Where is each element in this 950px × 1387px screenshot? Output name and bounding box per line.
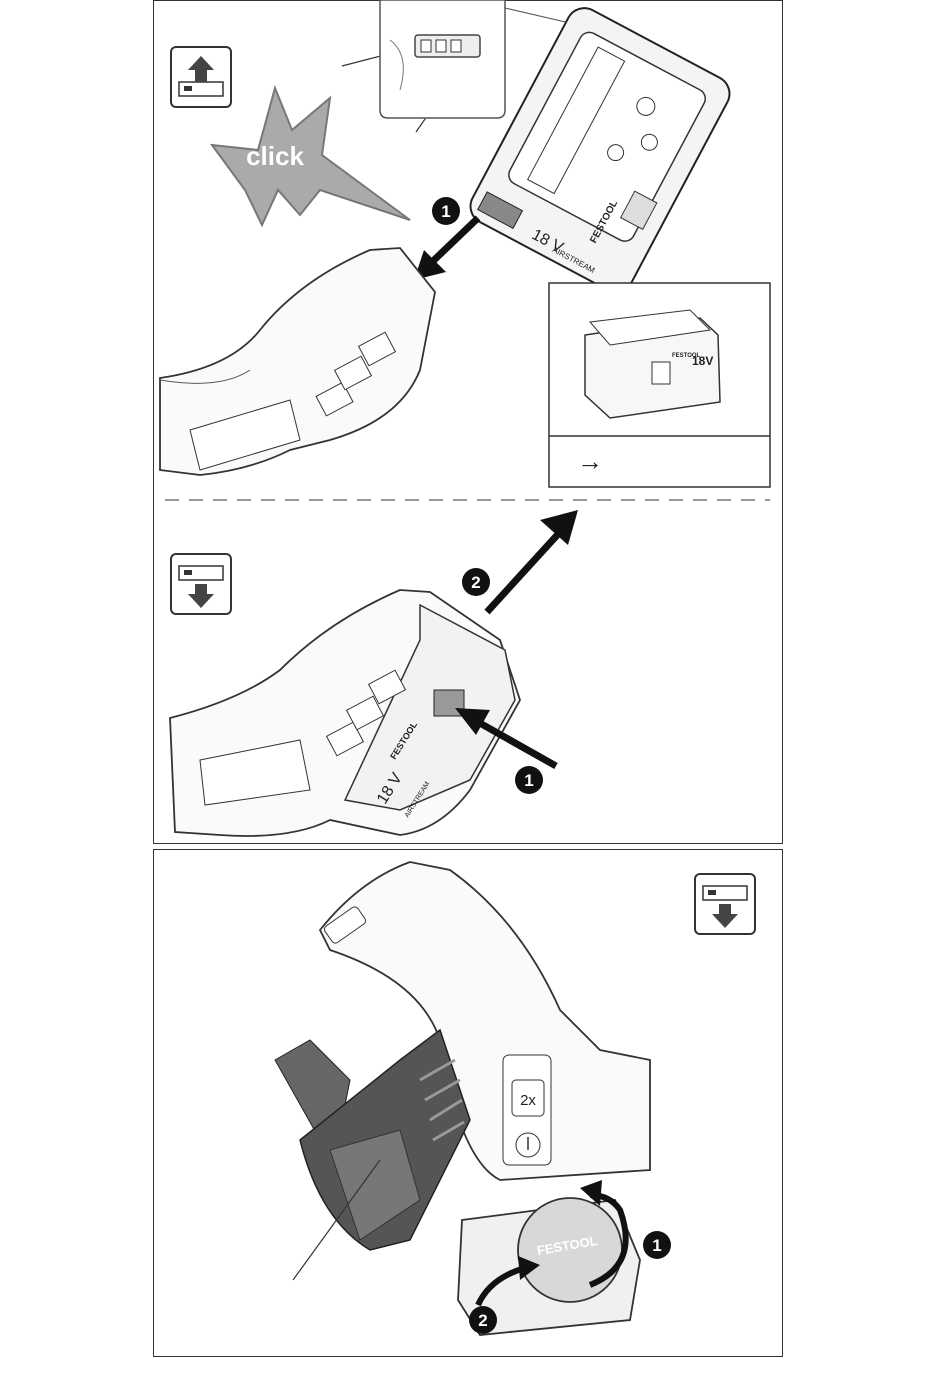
battery-remove-icon-bottom [695, 874, 755, 934]
remove-arrow [487, 510, 578, 612]
battery-remove-icon [171, 554, 231, 614]
step-1-cap-number: 1 [652, 1236, 661, 1255]
step-2-number: 2 [471, 573, 480, 592]
inset-battery-voltage: 18V [692, 354, 713, 368]
step-1-marker: 1 [432, 197, 460, 225]
step-1-release-marker: 1 [515, 766, 543, 794]
tool-body-top [160, 248, 435, 475]
insert-arrow [414, 218, 478, 280]
step-1-release-number: 1 [524, 771, 533, 790]
mode-button-label: 2x [520, 1092, 536, 1109]
step-2-cap-number: 2 [478, 1311, 487, 1330]
battery-inset-box: FESTOOL 18V → [549, 283, 770, 487]
step-1-number: 1 [441, 202, 450, 221]
step-2-marker: 1 2 [462, 568, 490, 596]
step-1-cap-marker: 1 [643, 1231, 671, 1259]
battery-insert-icon [171, 47, 231, 107]
inset-arrow: → [577, 446, 603, 476]
dark-accessory [275, 1030, 470, 1250]
click-label: click [246, 141, 304, 171]
step-2-cap-marker: 2 [469, 1306, 497, 1334]
